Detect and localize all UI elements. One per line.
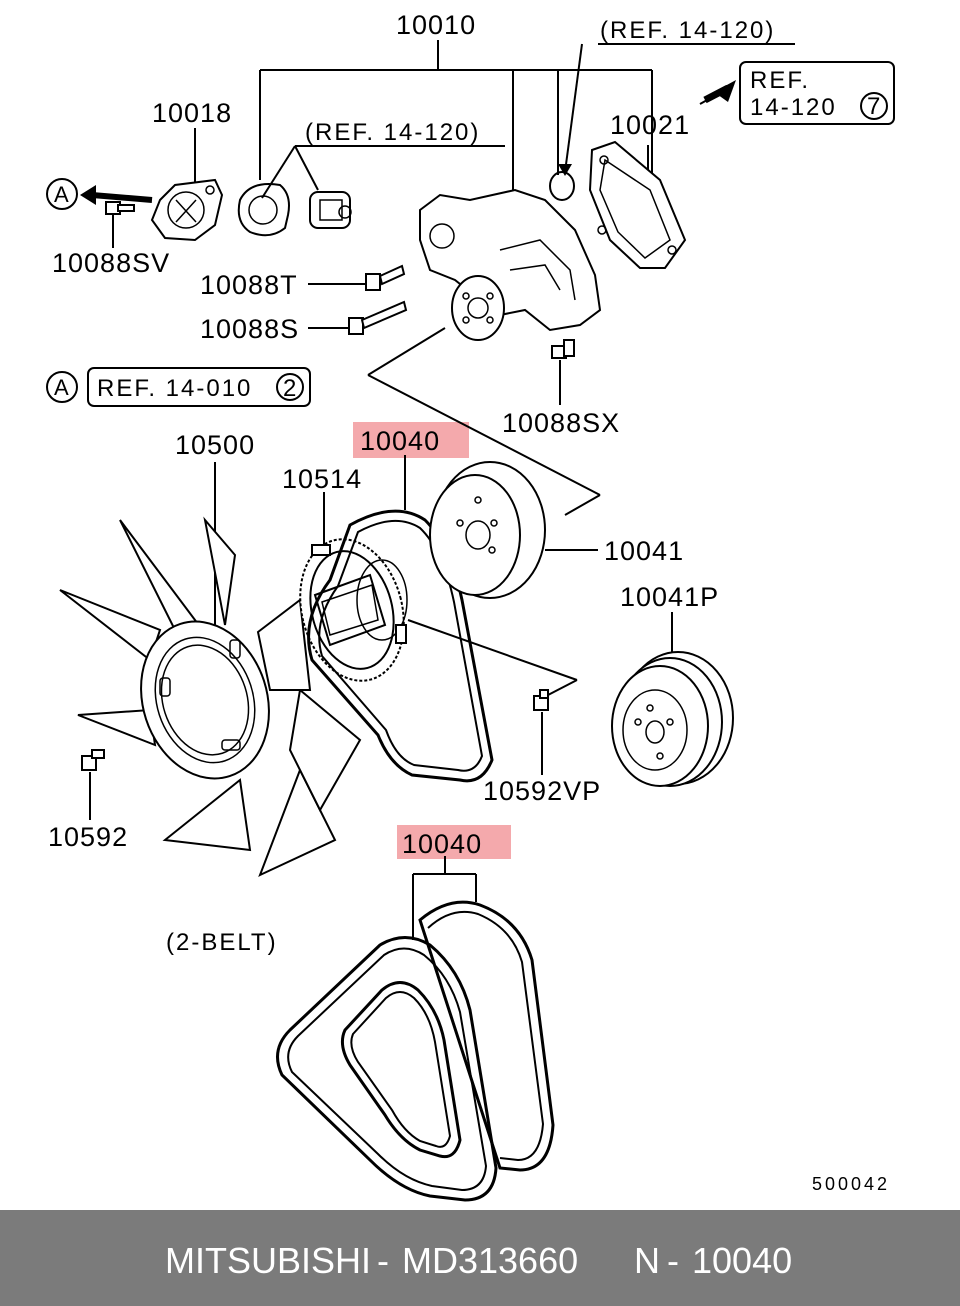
part-10041-pulley [429, 461, 546, 599]
footer-bar: MITSUBISHI - MD313660 N - 10040 [0, 1210, 960, 1306]
ref-box-right-circle [860, 92, 888, 120]
label-10088sx: 10088SX [502, 408, 620, 438]
leader-ref-top-center [564, 43, 795, 173]
circle-a-mid-letter: A [54, 375, 69, 400]
part-10088s-bolt [348, 300, 408, 335]
part-10088t-bolt [365, 264, 406, 291]
label-10088sv: 10088SV [52, 248, 170, 278]
ref-box-right-circled: 7 [867, 93, 880, 120]
footer-position-prefix: N [634, 1240, 660, 1281]
part-10018-thermostat-housing [150, 178, 224, 242]
label-10021: 10021 [610, 110, 690, 140]
part-10592vp-bolt [533, 689, 549, 711]
leader-pump-to-pulley [367, 327, 601, 516]
label-10088s: 10088S [200, 314, 299, 344]
part-o-ring [549, 171, 575, 201]
label-10592vp: 10592VP [483, 776, 601, 806]
parts-diagram: 10010 (REF. 14-120) REF. 14-120 7 10018 … [46, 10, 895, 1202]
arrow-ref-top-center [558, 164, 572, 176]
label-10514: 10514 [282, 464, 362, 494]
part-10040-belt-lower-back [418, 900, 555, 1172]
highlight-10040-lower [397, 825, 511, 859]
label-10592: 10592 [48, 822, 128, 852]
leader-clutch-to-10592vp [407, 619, 578, 696]
part-10041p-pulley [611, 651, 734, 787]
label-10088t: 10088T [200, 270, 298, 300]
part-10592-bolt [81, 749, 105, 771]
ref-box-left-circle [276, 373, 304, 401]
footer-position-number: 10040 [692, 1240, 793, 1281]
label-10500: 10500 [175, 430, 255, 460]
ref-top-center: (REF. 14-120) [600, 17, 775, 44]
ref-top-left: (REF. 14-120) [305, 119, 480, 146]
part-thermostat [309, 191, 352, 229]
label-10040-upper: 10040 [360, 426, 440, 456]
ref-box-right-line2: 14-120 [750, 94, 837, 121]
leader-10040-lower [412, 856, 477, 940]
circle-a-mid [46, 371, 78, 403]
label-10040-lower: 10040 [402, 829, 482, 859]
part-10040-belt-upper [307, 509, 494, 783]
part-10500-fan [59, 516, 362, 877]
part-10040-belt-lower-front [276, 936, 498, 1202]
part-gasket-thermostat [237, 183, 290, 237]
circle-a-top-letter: A [54, 182, 69, 207]
highlight-10040-upper [353, 422, 469, 458]
part-10021-gasket [588, 140, 687, 269]
leader-arrow-a-top [91, 192, 153, 203]
footer-part-number: MD313660 [402, 1240, 579, 1281]
leader-10010 [259, 40, 653, 195]
label-10010: 10010 [396, 10, 476, 40]
arrow-to-ref-right [699, 80, 736, 105]
ref-box-left-text: REF. 14-010 [97, 375, 252, 402]
ref-box-left-circled: 2 [283, 375, 296, 402]
footer-separator-2: - [667, 1240, 679, 1281]
label-10041p: 10041P [620, 582, 719, 612]
label-10041: 10041 [604, 536, 684, 566]
ref-box-right [739, 61, 895, 125]
ref-box-left [87, 367, 311, 407]
belt-note: (2-BELT) [166, 929, 278, 956]
leader-ref-top-left [261, 145, 505, 199]
circle-a-top [46, 178, 78, 210]
part-10088sv-bolt [105, 201, 135, 215]
part-10010-water-pump [419, 188, 602, 341]
ref-box-right-line1: REF. [750, 67, 810, 94]
footer-brand: MITSUBISHI [165, 1240, 372, 1281]
footer-separator-1: - [377, 1240, 389, 1281]
part-10088sx-bolt [551, 339, 575, 359]
label-10018: 10018 [152, 98, 232, 128]
arrow-to-a-top [80, 185, 96, 205]
drawing-id: 500042 [812, 1174, 890, 1194]
